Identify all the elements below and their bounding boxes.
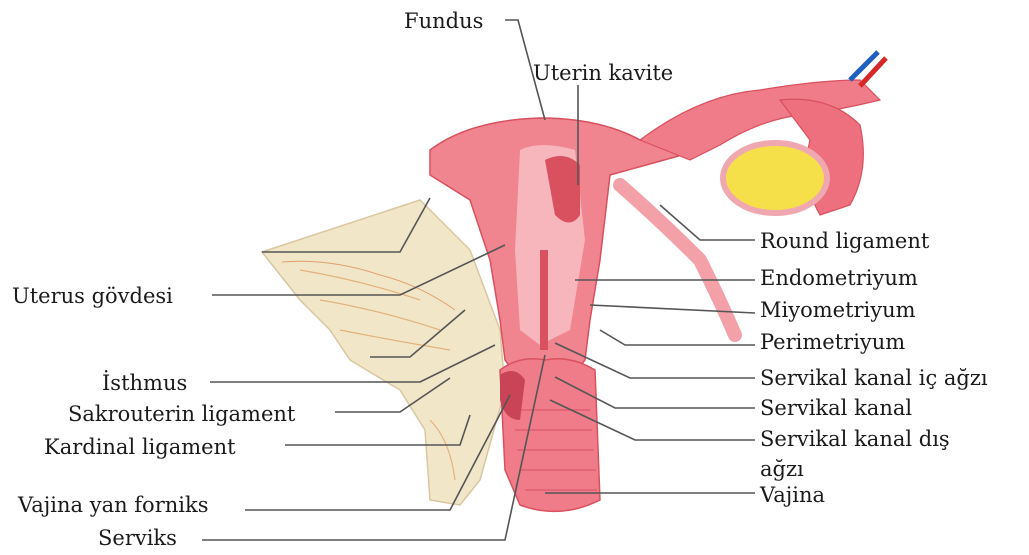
label-servikal-kanal-dis-agzi-line1: Servikal kanal dış — [760, 427, 950, 451]
label-kardinal-ligament: Kardinal ligament — [44, 435, 236, 459]
label-vajina: Vajina — [759, 483, 825, 507]
label-miyometriyum: Miyometriyum — [760, 298, 916, 322]
broad-ligament-illustration — [262, 200, 505, 505]
label-vajina-yan-forniks: Vajina yan forniks — [17, 493, 209, 517]
label-fundus: Fundus — [404, 9, 483, 33]
label-servikal-kanal: Servikal kanal — [760, 396, 912, 420]
label-isthmus: İsthmus — [102, 371, 187, 395]
label-endometriyum: Endometriyum — [760, 266, 918, 290]
label-sakrouterin-ligament: Sakrouterin ligament — [68, 402, 296, 426]
label-servikal-kanal-ic-agzi: Servikal kanal iç ağzı — [760, 366, 988, 390]
label-servikal-kanal-dis-agzi-line2: ağzı — [760, 457, 804, 481]
label-uterus-govdesi: Uterus gövdesi — [12, 284, 173, 308]
label-serviks: Serviks — [98, 526, 177, 550]
label-round-ligament: Round ligament — [760, 229, 930, 253]
tube-ovary-illustration — [620, 52, 886, 335]
label-uterin-kavite: Uterin kavite — [533, 61, 673, 85]
label-perimetriyum: Perimetriyum — [760, 330, 905, 354]
